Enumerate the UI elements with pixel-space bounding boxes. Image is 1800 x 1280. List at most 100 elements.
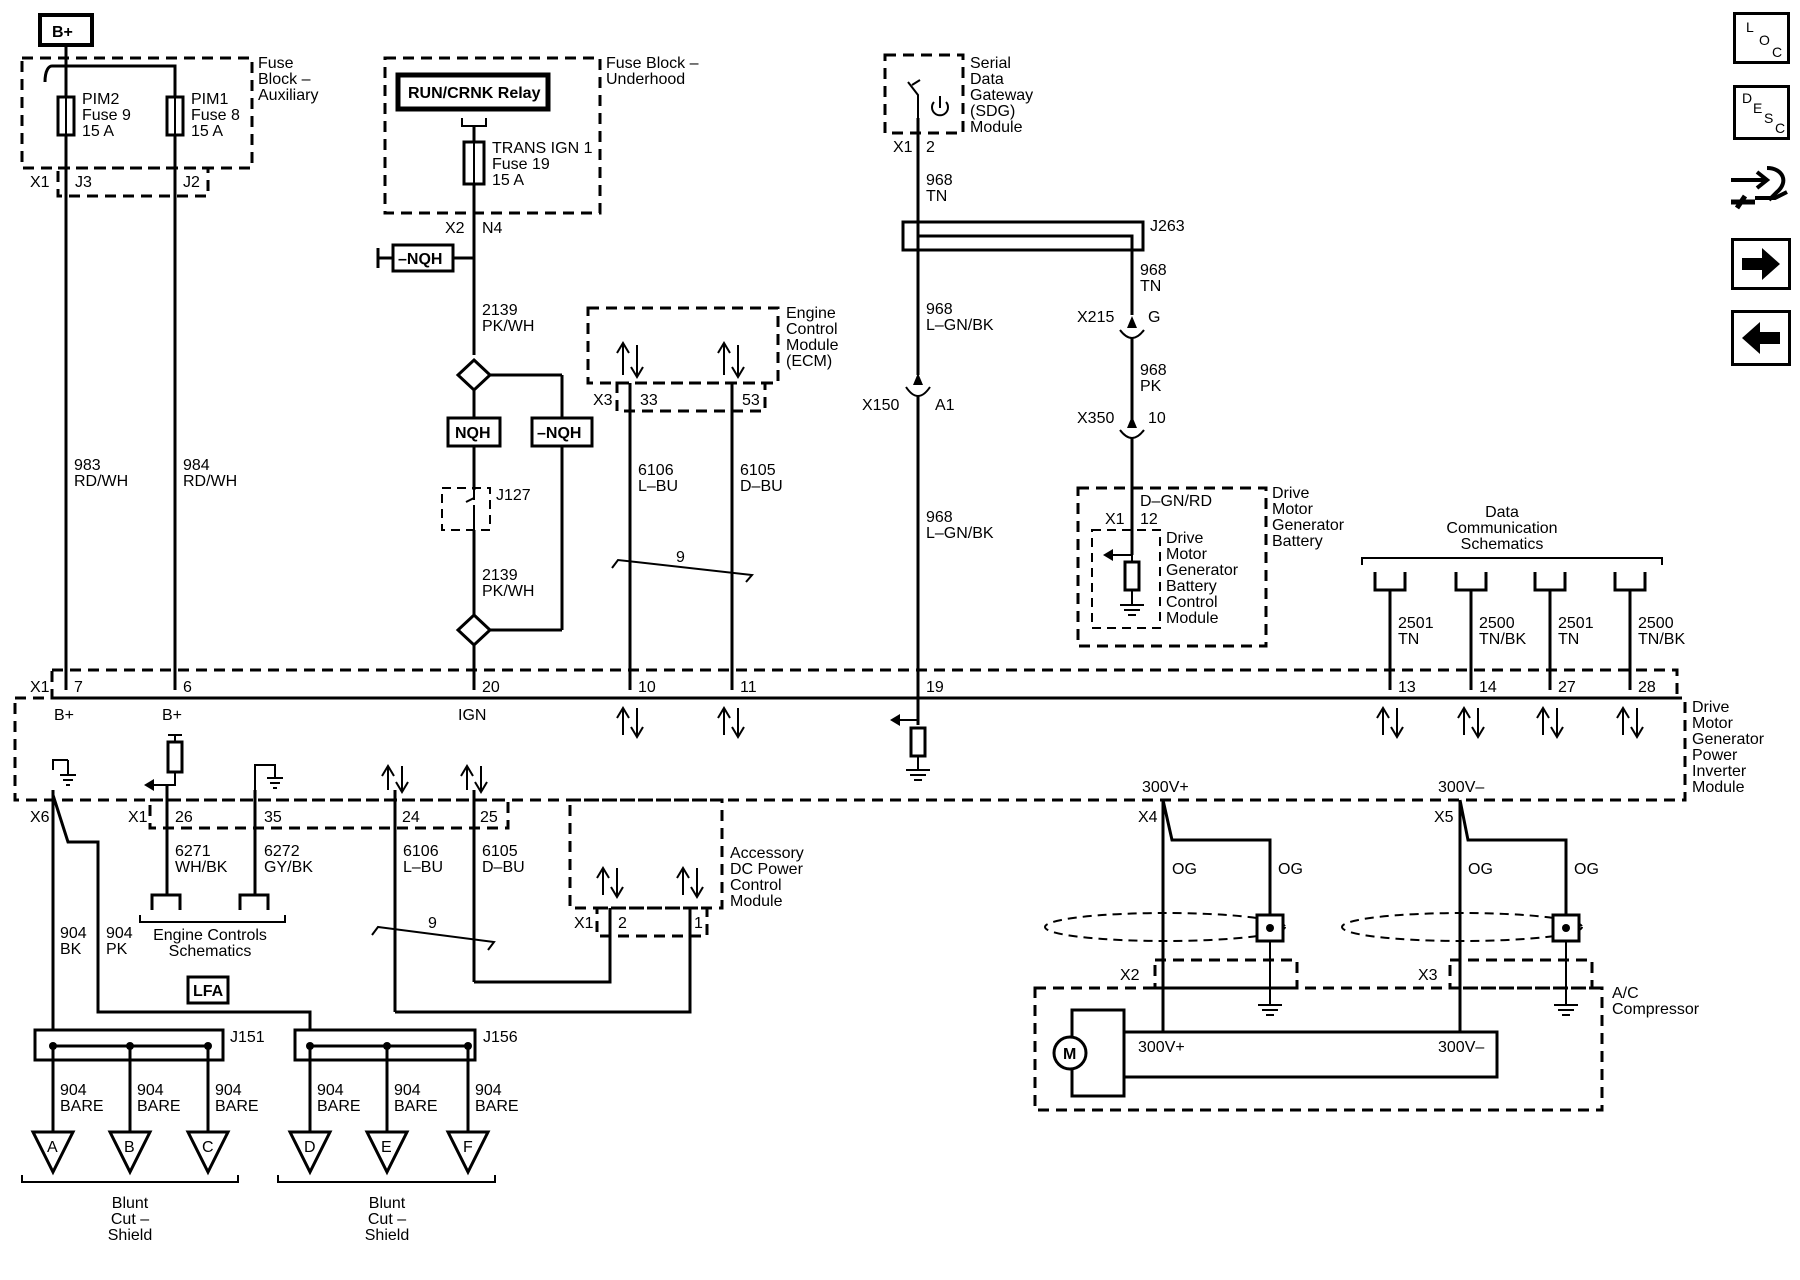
lfa-box bbox=[186, 975, 230, 1005]
og-label-1: OG bbox=[1172, 861, 1197, 878]
j3-label: J3 bbox=[75, 174, 92, 191]
splice-diamond-top bbox=[455, 357, 493, 393]
fuse-underhood-label: Fuse Block –Underhood bbox=[606, 55, 699, 88]
ground-d-label: D bbox=[304, 1139, 316, 1156]
wire-dgnrd-label: D–GN/RD bbox=[1140, 493, 1212, 510]
inverter-bidir-arrows-lower bbox=[381, 764, 488, 794]
dmgb-resistor bbox=[1123, 560, 1141, 592]
inv-pin-27: 27 bbox=[1558, 679, 1576, 696]
x215-connector bbox=[1119, 329, 1145, 339]
inv-bplus-b-label: B+ bbox=[162, 707, 182, 724]
pin-53-label: 53 bbox=[742, 392, 760, 409]
ac-compressor bbox=[1033, 986, 1604, 1112]
run-crnk-relay-label: RUN/CRNK Relay bbox=[408, 85, 541, 102]
blunt-cut-brackets bbox=[21, 1175, 496, 1183]
x1-sdg-label: X1 bbox=[893, 139, 913, 156]
twisted-pair-top bbox=[611, 558, 754, 583]
j156-label: J156 bbox=[483, 1029, 518, 1046]
ground-b-label: B bbox=[124, 1139, 135, 1156]
accessory-bidir-arrows bbox=[596, 866, 704, 899]
desc-letter-e: E bbox=[1753, 100, 1763, 116]
bplus-label: B+ bbox=[52, 24, 73, 41]
j156-splice bbox=[293, 1028, 477, 1062]
x350-connector bbox=[1119, 429, 1145, 439]
minus-nqh-top-label: –NQH bbox=[398, 251, 442, 268]
data-comm-bracket bbox=[1361, 557, 1663, 565]
j263-label: J263 bbox=[1150, 218, 1185, 235]
inverter-bidir-arrows bbox=[616, 706, 1644, 739]
x5-label: X5 bbox=[1434, 809, 1454, 826]
desc-letter-d: D bbox=[1742, 90, 1753, 106]
pin-2-sdg-label: 2 bbox=[926, 139, 935, 156]
previous-page-button[interactable] bbox=[1731, 310, 1791, 366]
location-button[interactable]: L O C bbox=[1733, 12, 1790, 64]
bare-wires bbox=[51, 1046, 470, 1132]
v300m-label: 300V– bbox=[1438, 779, 1484, 796]
inv-pin-10: 10 bbox=[638, 679, 656, 696]
inv-pin-6: 6 bbox=[183, 679, 192, 696]
data-comm-connectors bbox=[1373, 572, 1647, 690]
compressor-300vm-label: 300V– bbox=[1438, 1039, 1484, 1056]
loc-letter-o: O bbox=[1759, 32, 1770, 48]
lfa-label: LFA bbox=[193, 983, 224, 1000]
inv-pin-14: 14 bbox=[1479, 679, 1497, 696]
inv-ign-label: IGN bbox=[458, 707, 486, 724]
fuse-block-underhood bbox=[383, 56, 602, 215]
sdg-switch-icon bbox=[907, 79, 921, 118]
ground-icon bbox=[254, 764, 283, 790]
dmg-battery bbox=[1076, 486, 1268, 648]
ground-icon bbox=[1120, 590, 1144, 616]
description-button[interactable]: D E S C bbox=[1733, 85, 1790, 140]
j263-splice-pack bbox=[901, 220, 1145, 252]
dmgb-control-module bbox=[1091, 529, 1161, 629]
motor-label: M bbox=[1063, 1046, 1076, 1063]
nqh-label: NQH bbox=[455, 425, 491, 442]
og-label-2: OG bbox=[1278, 861, 1303, 878]
ground-icon bbox=[52, 759, 76, 786]
twisted-pair-bottom bbox=[371, 925, 496, 951]
x1-accessory-label: X1 bbox=[574, 915, 594, 932]
ground-icon bbox=[906, 756, 930, 781]
engine-controls-bracket bbox=[139, 915, 286, 923]
desc-letter-s: S bbox=[1764, 110, 1774, 126]
inv-resistor bbox=[909, 726, 927, 758]
twist-9-top-label: 9 bbox=[676, 549, 685, 566]
connector-icon bbox=[1731, 166, 1788, 210]
ground-a-label: A bbox=[47, 1139, 58, 1156]
inv-pin-7: 7 bbox=[74, 679, 83, 696]
compressor-300vp-label: 300V+ bbox=[1138, 1039, 1185, 1056]
connector-view-button[interactable] bbox=[1727, 158, 1795, 220]
ground-f-label: F bbox=[463, 1139, 473, 1156]
ground-icon bbox=[1554, 941, 1578, 1016]
x4-label: X4 bbox=[1138, 809, 1158, 826]
inv-pin-13: 13 bbox=[1398, 679, 1416, 696]
pin-12-label: 12 bbox=[1140, 511, 1158, 528]
x150-label: X150 bbox=[862, 397, 899, 414]
next-page-button[interactable] bbox=[1731, 238, 1791, 290]
j127-label: J127 bbox=[496, 487, 531, 504]
inv-bplus-a-label: B+ bbox=[54, 707, 74, 724]
inv-pin-19: 19 bbox=[926, 679, 944, 696]
